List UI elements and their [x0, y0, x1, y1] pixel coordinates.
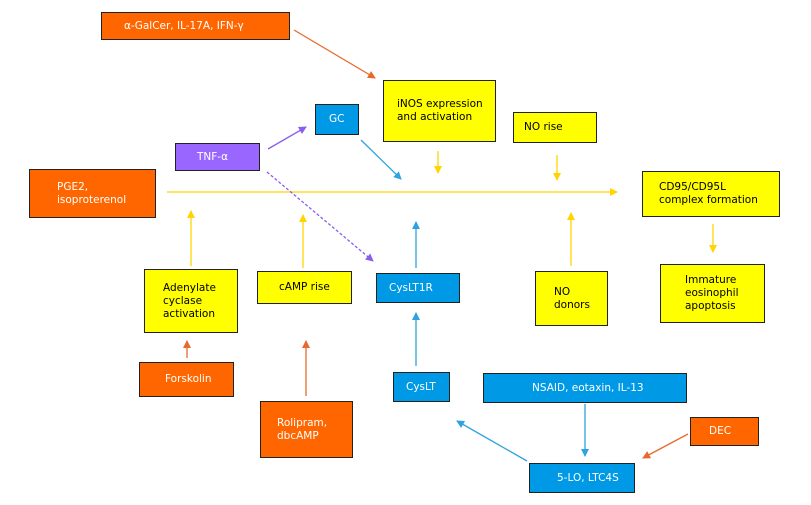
- node-tnf: TNF-α: [175, 143, 260, 171]
- arrow-dec-to-slo: [642, 433, 689, 459]
- node-slo-label: 5-LO, LTC4S: [557, 471, 619, 484]
- node-cd95: CD95/CD95L complex formation: [642, 171, 780, 217]
- arrow-slo-to-cyslt: [456, 420, 528, 462]
- node-gc: GC: [315, 104, 359, 135]
- node-rolipram-label: Rolipram, dbcAMP: [277, 416, 328, 442]
- node-adenylate: Adenylate cyclase activation: [144, 269, 238, 333]
- node-rolipram: Rolipram, dbcAMP: [260, 401, 353, 458]
- node-cyslt1r: CysLT1R: [376, 273, 460, 303]
- node-gc-label: GC: [329, 113, 345, 125]
- node-inos-label: iNOS expression and activation: [397, 98, 483, 123]
- node-immature-label: Immature eosinophil apoptosis: [685, 274, 739, 312]
- node-adenylate-label: Adenylate cyclase activation: [163, 281, 216, 320]
- node-inos: iNOS expression and activation: [383, 80, 496, 142]
- node-no-rise: NO rise: [513, 112, 597, 143]
- node-cyslt: CysLT: [393, 372, 450, 402]
- node-cyslt-label: CysLT: [406, 380, 436, 393]
- arrow-tnf-to-cyslt1r: [266, 171, 374, 262]
- node-nsaid: NSAID, eotaxin, IL-13: [483, 373, 687, 403]
- node-cd95-label: CD95/CD95L complex formation: [659, 181, 758, 206]
- node-camp: cAMP rise: [257, 271, 352, 304]
- node-pge2-label: PGE2, isoproterenol: [57, 180, 127, 206]
- node-galcer: α-GalCer, IL-17A, IFN-γ: [101, 12, 290, 40]
- node-camp-label: cAMP rise: [279, 281, 330, 293]
- node-no-rise-label: NO rise: [524, 121, 563, 133]
- node-dec: DEC: [690, 417, 759, 446]
- node-forskolin: Forskolin: [139, 362, 234, 397]
- node-tnf-label: TNF-α: [197, 150, 229, 163]
- node-galcer-label: α-GalCer, IL-17A, IFN-γ: [124, 19, 244, 32]
- node-pge2: PGE2, isoproterenol: [29, 169, 156, 218]
- arrow-gc-to-main: [360, 139, 402, 180]
- node-cyslt1r-label: CysLT1R: [389, 281, 433, 294]
- node-forskolin-label: Forskolin: [165, 373, 212, 385]
- node-no-donors-label: NO donors: [554, 285, 590, 311]
- node-no-donors: NO donors: [535, 271, 608, 326]
- arrow-tnf-to-gc: [267, 126, 307, 150]
- node-nsaid-label: NSAID, eotaxin, IL-13: [532, 381, 644, 394]
- arrow-galcer-to-inos: [293, 29, 376, 79]
- node-immature: Immature eosinophil apoptosis: [660, 264, 765, 323]
- node-slo: 5-LO, LTC4S: [529, 463, 635, 493]
- node-dec-label: DEC: [709, 425, 732, 437]
